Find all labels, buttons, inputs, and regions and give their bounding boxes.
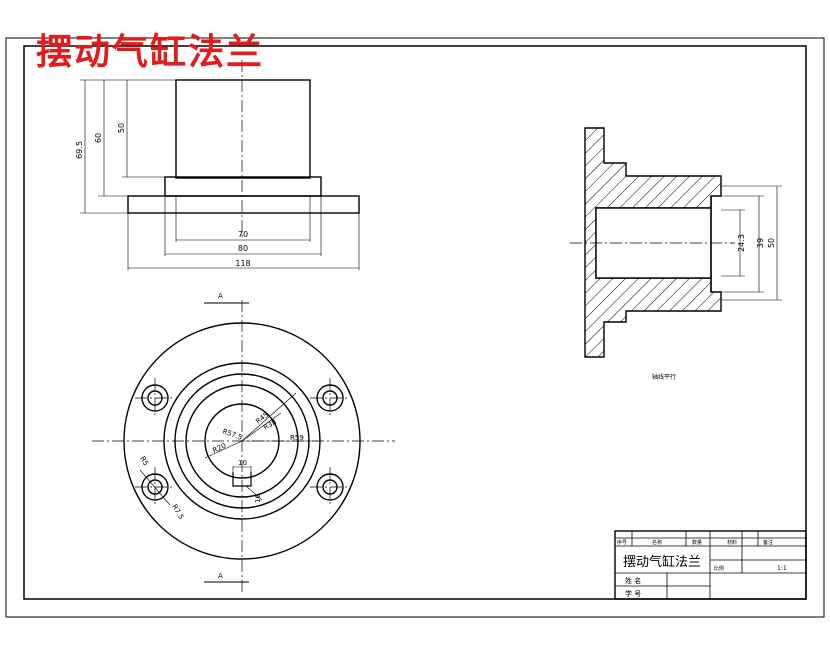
header-cell-3: 数量 bbox=[692, 539, 702, 546]
label-r7-5: R7.5 bbox=[170, 503, 185, 521]
drawing-title: 摆动气缸法兰 bbox=[36, 31, 265, 73]
header-cell-5: 备注 bbox=[763, 539, 773, 546]
label-r5: R5 bbox=[138, 455, 150, 467]
dim-60: 60 bbox=[94, 133, 103, 143]
dim-80: 80 bbox=[238, 244, 248, 253]
front-view bbox=[92, 300, 395, 595]
dim-50: 50 bbox=[117, 123, 126, 133]
dim-24-3: 24.3 bbox=[737, 234, 746, 252]
row-id: 学 号 bbox=[625, 589, 641, 598]
section-view: 24.3 39 50 轴线平行 bbox=[570, 127, 782, 381]
title-block bbox=[614, 530, 807, 600]
label-10: 10 bbox=[238, 459, 247, 467]
outer-border bbox=[5, 37, 825, 618]
title-block-texts: 序号 名称 数量 材料 备注 摆动气缸法兰 比例 1:1 姓 名 学 号 bbox=[617, 539, 787, 598]
label-16: 16 bbox=[254, 494, 262, 503]
dim-50-section: 50 bbox=[767, 238, 776, 248]
header-cell-2: 名称 bbox=[652, 539, 662, 546]
label-r20: R20 bbox=[211, 442, 227, 455]
top-view bbox=[80, 60, 360, 270]
scale-value: 1:1 bbox=[777, 565, 787, 572]
header-cell-1: 序号 bbox=[617, 539, 627, 546]
dim-70: 70 bbox=[238, 230, 248, 239]
dim-39: 39 bbox=[756, 238, 765, 248]
top-view-dim-texts: 69.5 60 50 70 80 118 bbox=[75, 123, 251, 268]
dim-69-5: 69.5 bbox=[75, 141, 84, 159]
label-r57-5: R57.5 bbox=[221, 427, 243, 442]
row-name: 姓 名 bbox=[625, 576, 641, 585]
section-label-top: A bbox=[218, 292, 223, 300]
inner-border bbox=[23, 45, 807, 600]
part-name: 摆动气缸法兰 bbox=[623, 554, 701, 570]
dim-118: 118 bbox=[235, 259, 250, 268]
section-note: 轴线平行 bbox=[652, 373, 676, 381]
section-label-bottom: A bbox=[218, 572, 223, 580]
header-cell-4: 材料 bbox=[727, 539, 737, 546]
scale-label: 比例 bbox=[714, 565, 724, 572]
front-view-labels: A A R57.5 R20 R45 R38 R59 R5 R7.5 10 16 bbox=[138, 292, 304, 580]
label-r59: R59 bbox=[290, 434, 304, 442]
